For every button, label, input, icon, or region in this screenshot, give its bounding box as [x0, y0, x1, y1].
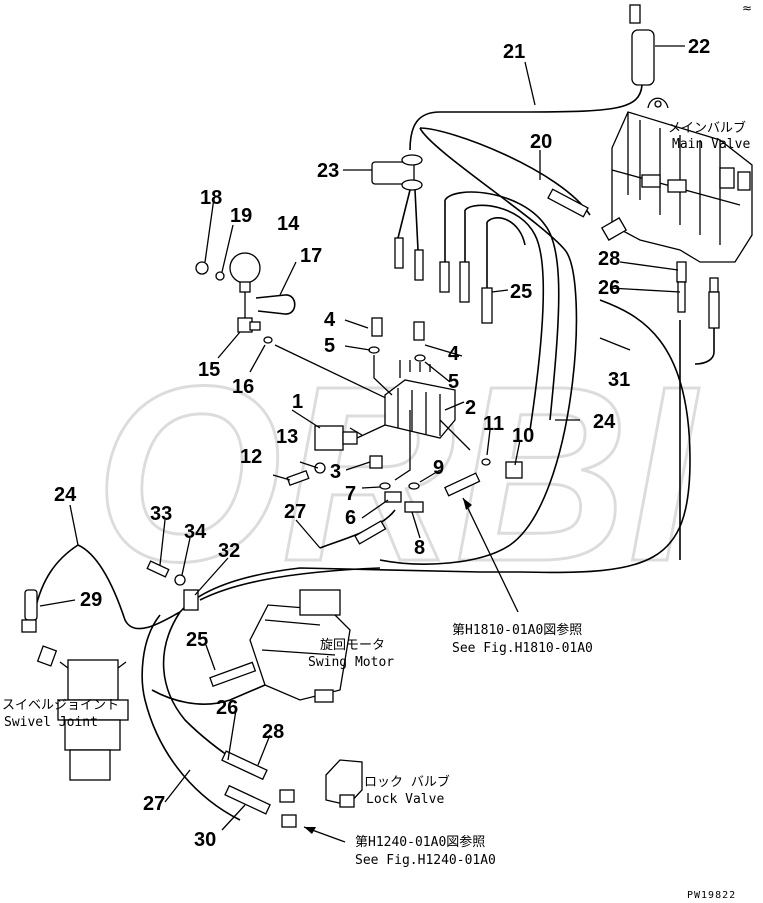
- callout-11: 11: [483, 413, 504, 435]
- hose-28-lower: [221, 750, 268, 781]
- callout-24-left: 24: [54, 484, 77, 506]
- lock-valve-label-jp: ロック バルブ: [364, 774, 450, 790]
- callout-5-right: 5: [448, 371, 459, 393]
- callout-32: 32: [218, 540, 240, 562]
- ref-h1810-en: See Fig.H1810-01A0: [452, 641, 593, 656]
- callout-6: 6: [345, 507, 356, 529]
- bolt-12: [286, 469, 310, 487]
- hose-29: [24, 589, 38, 621]
- main-valve-label-en: Main Valve: [672, 137, 750, 152]
- ref-h1810-jp: 第H1810-01A0図参照: [452, 622, 582, 638]
- callout-28-top: 28: [598, 248, 620, 270]
- ref-h1240-jp: 第H1240-01A0図参照: [355, 834, 485, 850]
- ref-h1240-en: See Fig.H1240-01A0: [355, 853, 496, 868]
- hose-26-top: [677, 281, 686, 313]
- callout-21: 21: [503, 41, 525, 63]
- motor-icon: [249, 589, 351, 703]
- fitting-3: [369, 455, 383, 469]
- hose-20-end: [547, 188, 589, 218]
- callout-4-right: 4: [448, 343, 460, 365]
- o-ring-7: [379, 482, 391, 490]
- callout-28-lower: 28: [262, 721, 284, 743]
- callout-15: 15: [198, 359, 220, 381]
- washer-19: [215, 271, 225, 281]
- washer-13: [314, 462, 326, 474]
- callout-23: 23: [317, 160, 339, 182]
- callout-1: 1: [292, 391, 303, 413]
- connector-4-left: [371, 317, 383, 337]
- swivel-joint-label-jp: スイベルジョイント: [2, 698, 119, 713]
- callout-24-right: 24: [593, 411, 616, 433]
- callout-25-lower: 25: [186, 629, 208, 651]
- watermark: ORBI: [95, 334, 699, 613]
- fitting-6: [384, 491, 402, 503]
- corner-mark: ≈: [742, 1, 752, 15]
- bracket-32: [183, 589, 199, 611]
- callout-22: 22: [688, 36, 710, 58]
- fitting-8: [404, 501, 424, 513]
- callout-26-top: 26: [598, 277, 620, 299]
- main-valve-icon: [600, 97, 753, 263]
- swing-motor-label-en: Swing Motor: [308, 655, 394, 670]
- callout-18: 18: [200, 187, 222, 209]
- hose-25-lower: [209, 661, 257, 688]
- nut-18: [195, 261, 209, 275]
- callout-17: 17: [300, 245, 322, 267]
- callout-8: 8: [414, 537, 425, 559]
- bolt-33: [146, 560, 170, 578]
- swivel-joint-label-en: Swivel Joint: [4, 715, 98, 730]
- callout-7: 7: [345, 483, 356, 505]
- fitting-top: [629, 4, 641, 24]
- hose-30-lower: [224, 784, 271, 815]
- swivel-joint-icon: [36, 645, 129, 781]
- callout-20: 20: [530, 131, 552, 153]
- callout-13: 13: [276, 426, 298, 448]
- u-bolt-17: [255, 294, 296, 315]
- callout-33: 33: [150, 503, 172, 525]
- callout-34: 34: [184, 521, 207, 543]
- callout-31: 31: [608, 369, 630, 391]
- hose-22: [631, 29, 655, 86]
- o-ring-16: [263, 336, 273, 344]
- solenoid-valve-icon: [314, 425, 344, 451]
- hose-end-mid: [444, 472, 481, 497]
- callout-19: 19: [230, 205, 252, 227]
- connector-4-right: [413, 321, 425, 341]
- callout-12: 12: [240, 446, 262, 468]
- callout-9: 9: [433, 457, 444, 479]
- accumulator-icon: [229, 252, 261, 284]
- o-ring-5-left: [368, 346, 380, 354]
- callout-10: 10: [512, 425, 534, 447]
- callout-5-left: 5: [324, 335, 335, 357]
- washer-34: [174, 574, 186, 586]
- fitting-right-top: [709, 277, 719, 293]
- callout-3: 3: [330, 461, 341, 483]
- callout-16: 16: [232, 376, 254, 398]
- swing-motor-label-jp: 旋回モータ: [320, 638, 385, 653]
- callout-30: 30: [194, 829, 216, 851]
- callout-29: 29: [80, 589, 102, 611]
- o-ring-5-right: [414, 354, 426, 362]
- fitting-28-top: [676, 261, 687, 283]
- clamp-23: [371, 161, 415, 185]
- lock-valve-icon: [325, 759, 363, 808]
- lock-valve-label-en: Lock Valve: [366, 792, 444, 807]
- callout-27-lower: 27: [143, 793, 165, 815]
- drawing-code: PW19822: [687, 890, 736, 901]
- elbow-10: [505, 461, 523, 479]
- callout-27-mid: 27: [284, 501, 306, 523]
- o-ring-11: [481, 458, 491, 466]
- callout-26-lower: 26: [216, 697, 238, 719]
- callout-25-top: 25: [510, 281, 532, 303]
- o-ring-9: [408, 482, 420, 490]
- callout-2: 2: [465, 397, 476, 419]
- callout-4-left: 4: [324, 309, 336, 331]
- hose-right-top: [708, 291, 720, 329]
- main-valve-label-jp: メインバルブ: [668, 120, 746, 136]
- callout-14: 14: [277, 213, 300, 235]
